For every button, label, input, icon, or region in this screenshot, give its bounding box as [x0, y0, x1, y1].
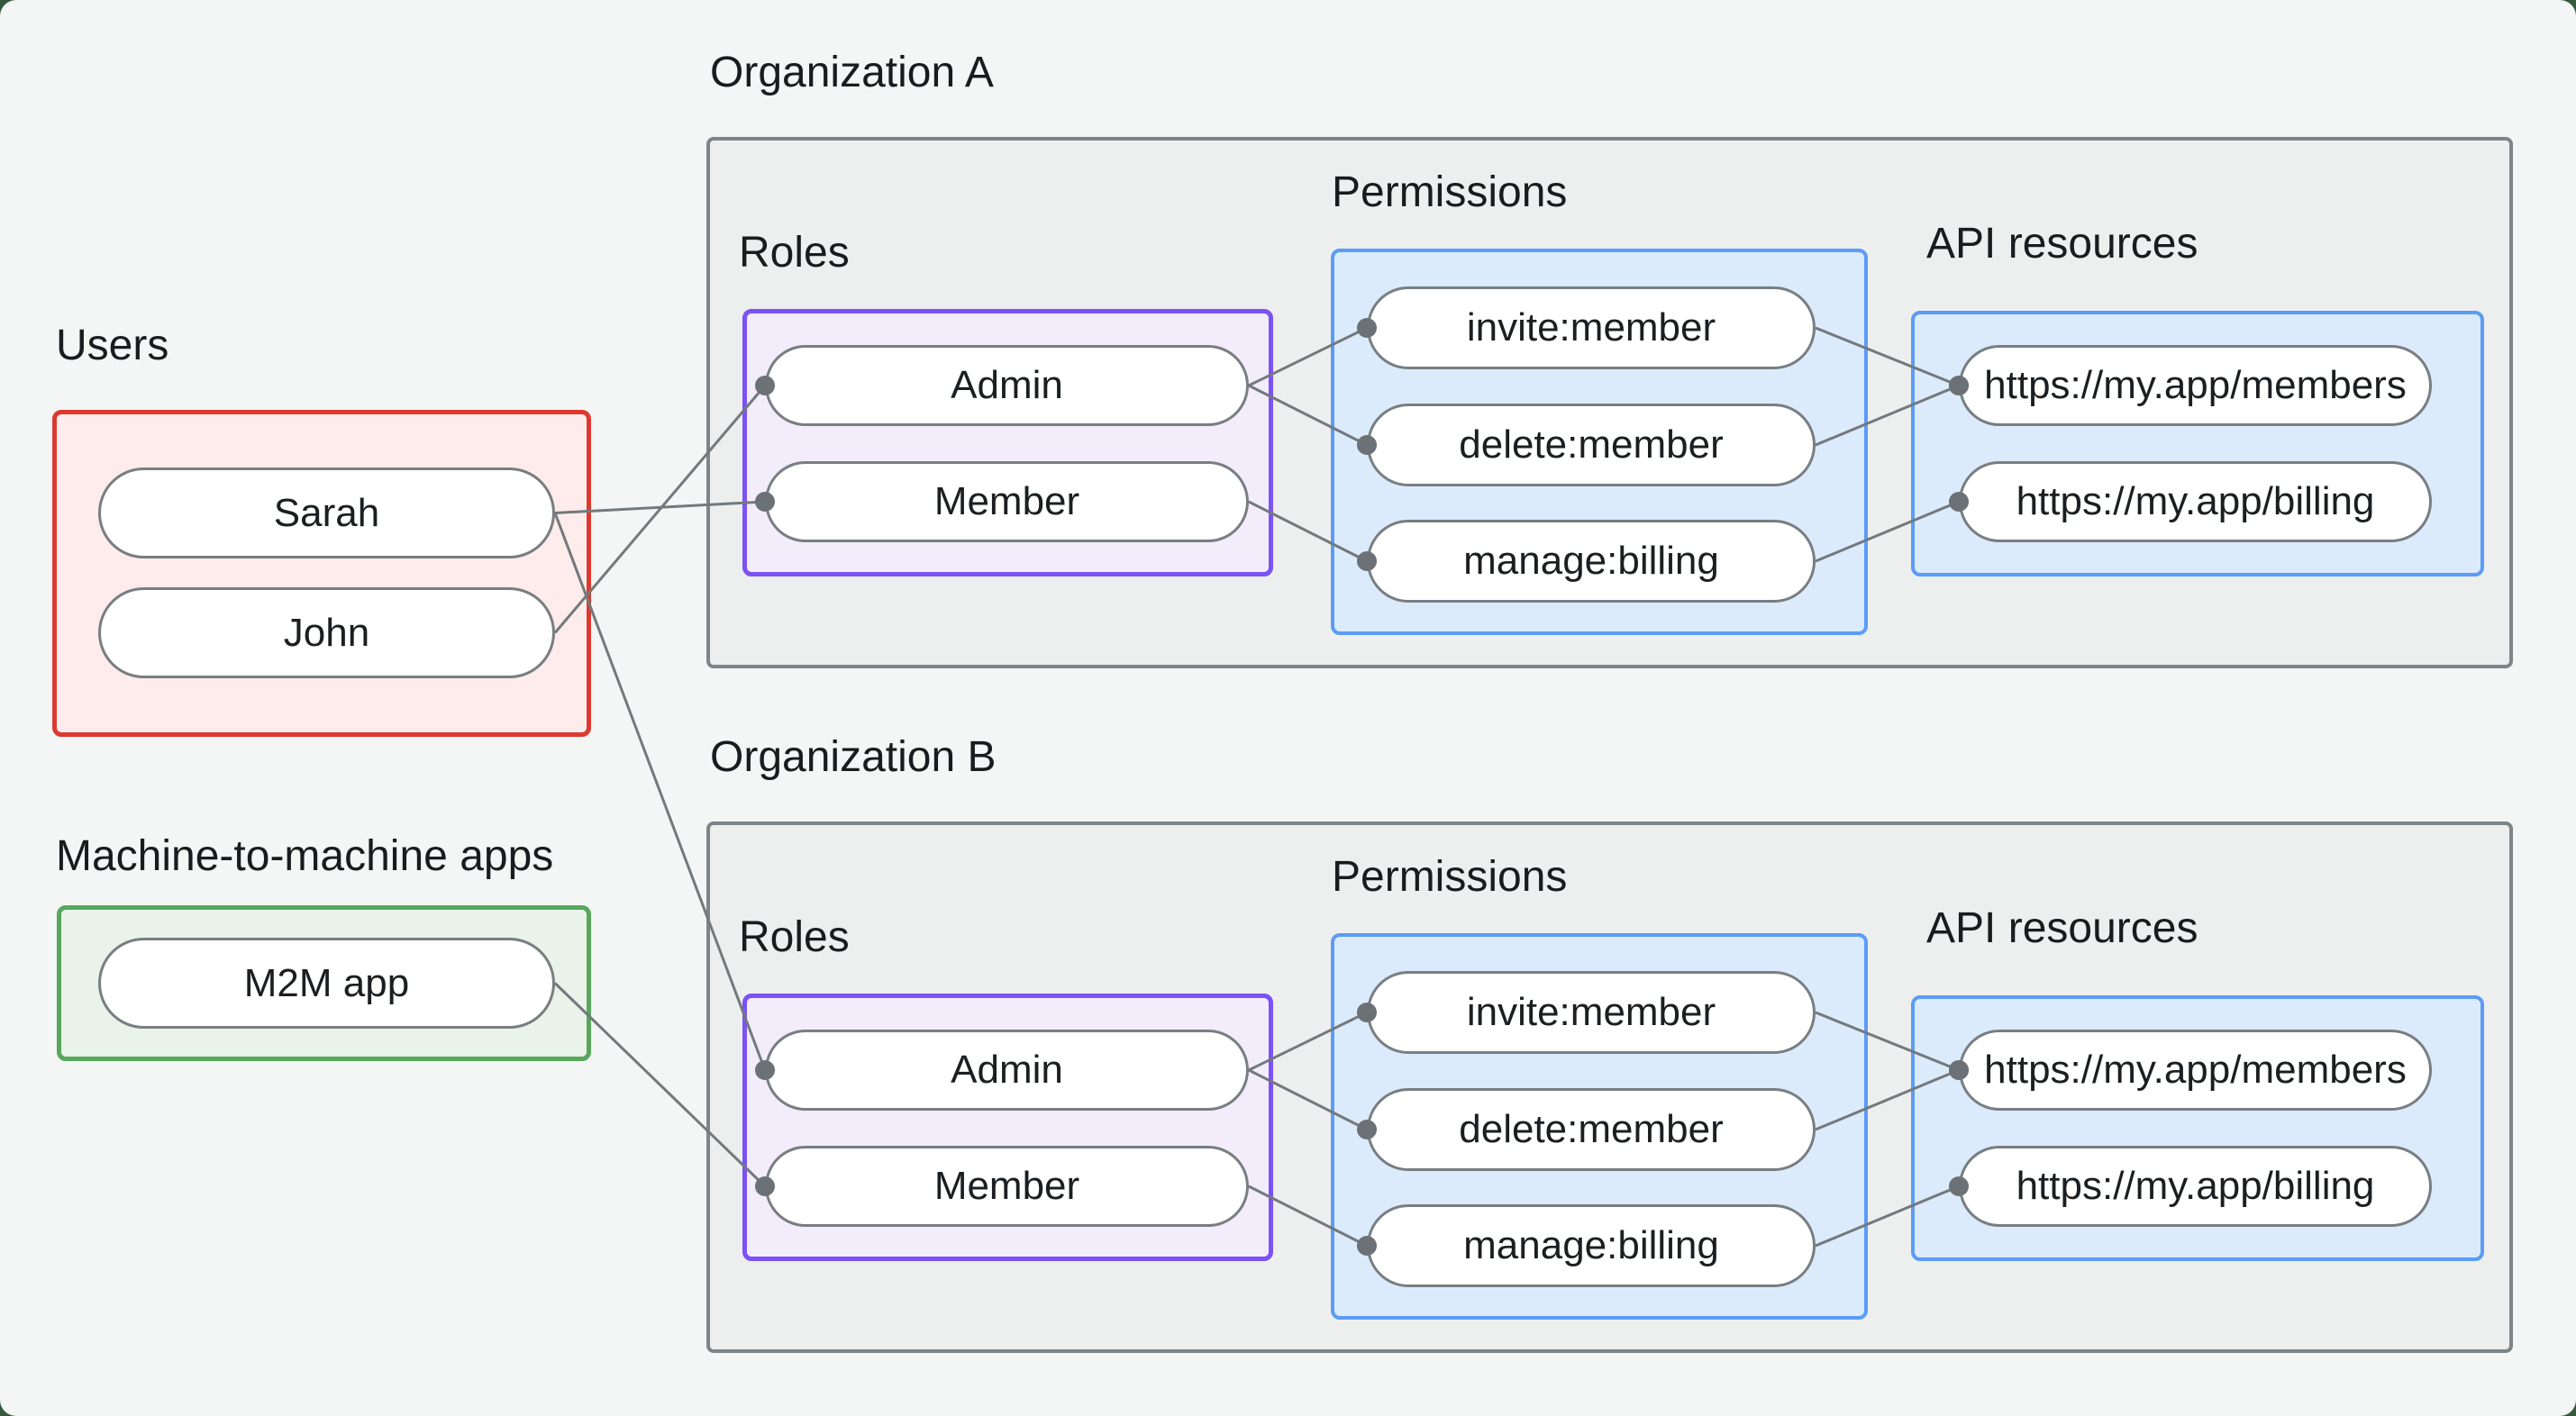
permission-label: delete:member	[1459, 1107, 1724, 1151]
user-node-john: John	[98, 587, 555, 678]
permission-label: invite:member	[1466, 990, 1716, 1034]
org-b-role-admin: Admin	[765, 1030, 1249, 1111]
org-a-api-resource-billing: https://my.app/billing	[1959, 461, 2432, 542]
org-b-role-member: Member	[765, 1146, 1249, 1227]
user-node-sarah: Sarah	[98, 467, 555, 558]
org-a-permission-delete-member: delete:member	[1367, 404, 1816, 486]
org-b-permission-delete-member: delete:member	[1367, 1088, 1816, 1171]
user-node-label: Sarah	[273, 490, 380, 535]
users-section-label: Users	[56, 322, 169, 369]
org-a-title: Organization A	[710, 49, 994, 96]
permission-label: manage:billing	[1463, 1223, 1719, 1267]
org-b-title: Organization B	[710, 733, 997, 781]
org-b-api-resource-billing: https://my.app/billing	[1959, 1146, 2432, 1227]
m2m-node-app: M2M app	[98, 938, 555, 1029]
org-a-permission-invite-member: invite:member	[1367, 286, 1816, 369]
org-a-roles-label: Roles	[739, 229, 850, 277]
org-b-permission-manage-billing: manage:billing	[1367, 1204, 1816, 1287]
org-a-role-member: Member	[765, 461, 1249, 542]
org-a-api-resource-members: https://my.app/members	[1959, 345, 2432, 426]
org-b-api-resources-label: API resources	[1926, 904, 2198, 952]
api-resource-label: https://my.app/billing	[2016, 479, 2375, 523]
org-a-permissions-label: Permissions	[1332, 168, 1568, 216]
org-b-permissions-label: Permissions	[1332, 853, 1568, 901]
permission-label: manage:billing	[1463, 539, 1719, 583]
role-label: Admin	[951, 1048, 1063, 1092]
role-label: Member	[933, 479, 1080, 523]
permission-label: delete:member	[1459, 422, 1724, 467]
org-b-permission-invite-member: invite:member	[1367, 971, 1816, 1054]
m2m-node-label: M2M app	[243, 960, 410, 1005]
org-b-api-resource-members: https://my.app/members	[1959, 1030, 2432, 1111]
org-a-permission-manage-billing: manage:billing	[1367, 520, 1816, 603]
org-b-roles-label: Roles	[739, 913, 850, 961]
org-a-api-resources-label: API resources	[1926, 220, 2198, 268]
user-node-label: John	[283, 610, 370, 655]
users-group-box	[52, 410, 591, 737]
permission-label: invite:member	[1466, 305, 1716, 349]
role-label: Admin	[951, 363, 1063, 407]
m2m-section-label: Machine-to-machine apps	[56, 832, 554, 880]
api-resource-label: https://my.app/members	[1984, 363, 2407, 407]
role-label: Member	[933, 1164, 1080, 1208]
api-resource-label: https://my.app/billing	[2016, 1164, 2375, 1208]
api-resource-label: https://my.app/members	[1984, 1048, 2407, 1092]
org-a-role-admin: Admin	[765, 345, 1249, 426]
